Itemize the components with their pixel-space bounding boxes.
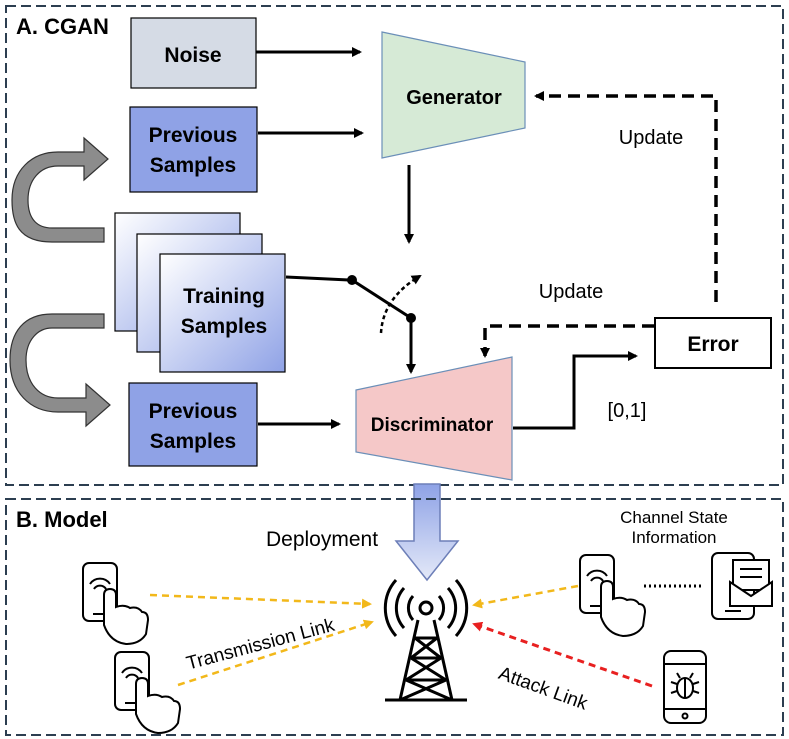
transmission-link-2 [177,619,374,687]
base-station-tower-icon [383,579,469,702]
training-samples-label-2: Samples [181,315,267,338]
generator-label: Generator [406,87,502,109]
csi-label: Channel State [620,508,728,527]
previous-samples-top-box [129,106,258,193]
attack-link-label: Attack Link [496,663,591,715]
switch-lever [351,278,412,320]
csi-label-2: Information [631,528,716,547]
attack-link [472,621,653,688]
previous-samples-bottom-label-2: Samples [150,430,236,453]
panel-b-title: B. Model [16,507,108,532]
update-discriminator-label: Update [539,281,604,303]
transmission-link-1 [149,593,372,609]
panel-a-title: A. CGAN [16,14,109,39]
panel-a-border [5,5,784,486]
discriminator-label: Discriminator [371,415,494,436]
attacker-phone-bug-icon [663,650,707,724]
error-box [654,317,772,369]
training-samples-label: Training [183,285,265,308]
loop-arrow-top [11,136,109,243]
phone-touch-icon [114,651,182,735]
deployment-arrow [394,483,460,582]
phone-touch-icon [82,562,150,646]
previous-samples-bottom-label: Previous [149,400,238,423]
generator-block [381,31,526,159]
loop-arrow-bottom [9,313,111,428]
phone-touch-icon [579,554,647,638]
update-discriminator-line [480,324,654,358]
switch-direction-arrow [379,274,422,334]
panel-b-border [5,498,784,736]
noise-label: Noise [164,44,221,67]
previous-samples-bottom-box [128,382,258,467]
deployment-label: Deployment [266,528,378,551]
output-range-label: [0,1] [608,400,647,422]
discriminator-block [355,356,513,481]
update-generator-label: Update [619,127,684,149]
transmission-link-label: Transmission Link [184,615,337,675]
transmission-link-3 [472,584,579,609]
previous-samples-top-label: Previous [149,124,238,147]
noise-box [130,17,257,89]
update-generator-line [534,91,718,302]
previous-samples-top-label-2: Samples [150,154,236,177]
training-samples-card-front [159,253,286,373]
training-to-switch-line [285,275,350,282]
error-label: Error [687,333,738,356]
phone-mail-icon [711,552,773,620]
discriminator-to-error-arrow [513,351,638,430]
